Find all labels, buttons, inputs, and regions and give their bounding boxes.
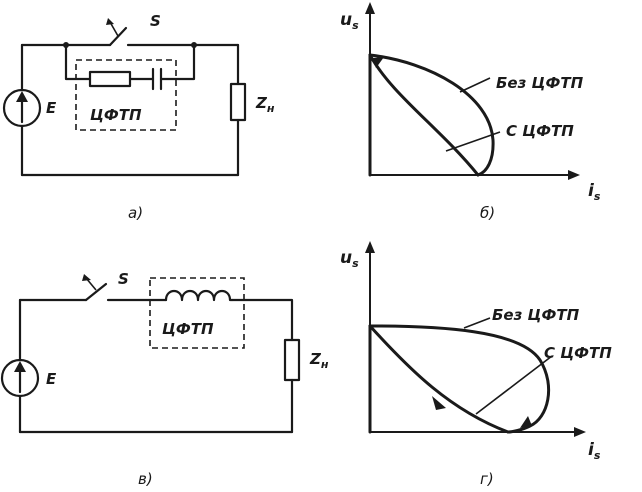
- plot-g-arrow-inner: [432, 396, 446, 410]
- inductor-v-box: [149, 277, 245, 349]
- source-v-circle: [0, 358, 40, 398]
- plot-g-curve-with: [368, 324, 510, 434]
- load-v: [283, 338, 301, 382]
- snubber-a-wire: [64, 43, 92, 81]
- plot-g-arrow-outer: [520, 416, 532, 428]
- plot-b-x-label: is: [588, 181, 601, 203]
- source-v-label: E: [46, 370, 57, 388]
- switch-v-arrow-head: [82, 274, 91, 281]
- load-v-letter: Z: [309, 350, 322, 368]
- plot-g-curve-without: [368, 324, 551, 434]
- plot-g-y-subscript: s: [352, 257, 359, 270]
- load-a-label: Zн: [255, 94, 275, 115]
- plot-b-y-label: us: [340, 10, 359, 32]
- plot-b-x-letter: i: [588, 181, 595, 201]
- plot-b-y-subscript: s: [352, 19, 359, 32]
- plot-g-y-arrow: [365, 241, 375, 253]
- plot-b-curve-without: [368, 53, 495, 177]
- plot-g-label-without: Без ЦФТП: [492, 306, 580, 324]
- circuit-v: S ЦФТП E Zн в): [0, 270, 329, 488]
- plot-b-label-with: С ЦФТП: [506, 122, 574, 140]
- circuit-a: S ЦФТП E Zн а): [2, 12, 275, 222]
- plot-b-y-arrow: [365, 2, 375, 14]
- load-a-subscript: н: [267, 102, 275, 115]
- plot-b-x-subscript: s: [594, 190, 601, 203]
- plot-g-y-label: us: [340, 248, 359, 270]
- plot-g-label-with: С ЦФТП: [544, 344, 612, 362]
- plot-g-x-subscript: s: [594, 449, 601, 462]
- plot-b: us is Без ЦФТП С ЦФТП б): [340, 2, 601, 222]
- plot-g-x-arrow: [574, 427, 586, 437]
- source-a-circle: [2, 88, 42, 128]
- source-a-label: E: [46, 99, 57, 117]
- caption-b: б): [480, 204, 495, 222]
- inductor-v-box-label: ЦФТП: [162, 320, 214, 338]
- source-v-arrow-head: [14, 361, 26, 372]
- switch-v-blade: [84, 282, 108, 302]
- snubber-a-box: [75, 59, 177, 131]
- plot-b-y-letter: u: [340, 10, 352, 30]
- plot-b-label-without: Без ЦФТП: [496, 74, 584, 92]
- plot-g-leader-with: [475, 355, 553, 415]
- source-a-arrow-head: [16, 91, 28, 102]
- plot-g: us is Без ЦФТП С ЦФТП г): [340, 241, 612, 488]
- switch-a-label: S: [150, 12, 161, 30]
- load-v-subscript: н: [321, 358, 329, 371]
- plot-b-direction-arrow: [372, 57, 384, 68]
- plot-b-leader-with: [445, 131, 501, 152]
- resistor-a: [88, 70, 132, 88]
- switch-v-label: S: [118, 270, 129, 288]
- caption-v: в): [138, 470, 153, 488]
- plot-b-curve-with: [368, 53, 480, 177]
- circuit-v-top-wire-right: [230, 298, 294, 342]
- switch-a-arrow-head: [106, 18, 114, 25]
- snubber-a-wire-right: [159, 43, 196, 81]
- plot-b-leader-without: [459, 77, 491, 93]
- switch-a-arrow-stem: [109, 21, 119, 37]
- plot-g-leader-without: [463, 317, 491, 329]
- plot-b-x-arrow: [568, 170, 580, 180]
- caption-a: а): [128, 204, 143, 222]
- load-a: [229, 82, 247, 122]
- load-a-letter: Z: [255, 94, 268, 112]
- snubber-a-box-label: ЦФТП: [90, 106, 142, 124]
- plot-g-x-letter: i: [588, 440, 595, 460]
- switch-a-blade: [108, 26, 128, 47]
- plot-g-y-letter: u: [340, 248, 352, 268]
- caption-g: г): [480, 470, 494, 488]
- plot-g-x-label: is: [588, 440, 601, 462]
- inductor-v: [164, 289, 234, 302]
- load-v-label: Zн: [309, 350, 329, 371]
